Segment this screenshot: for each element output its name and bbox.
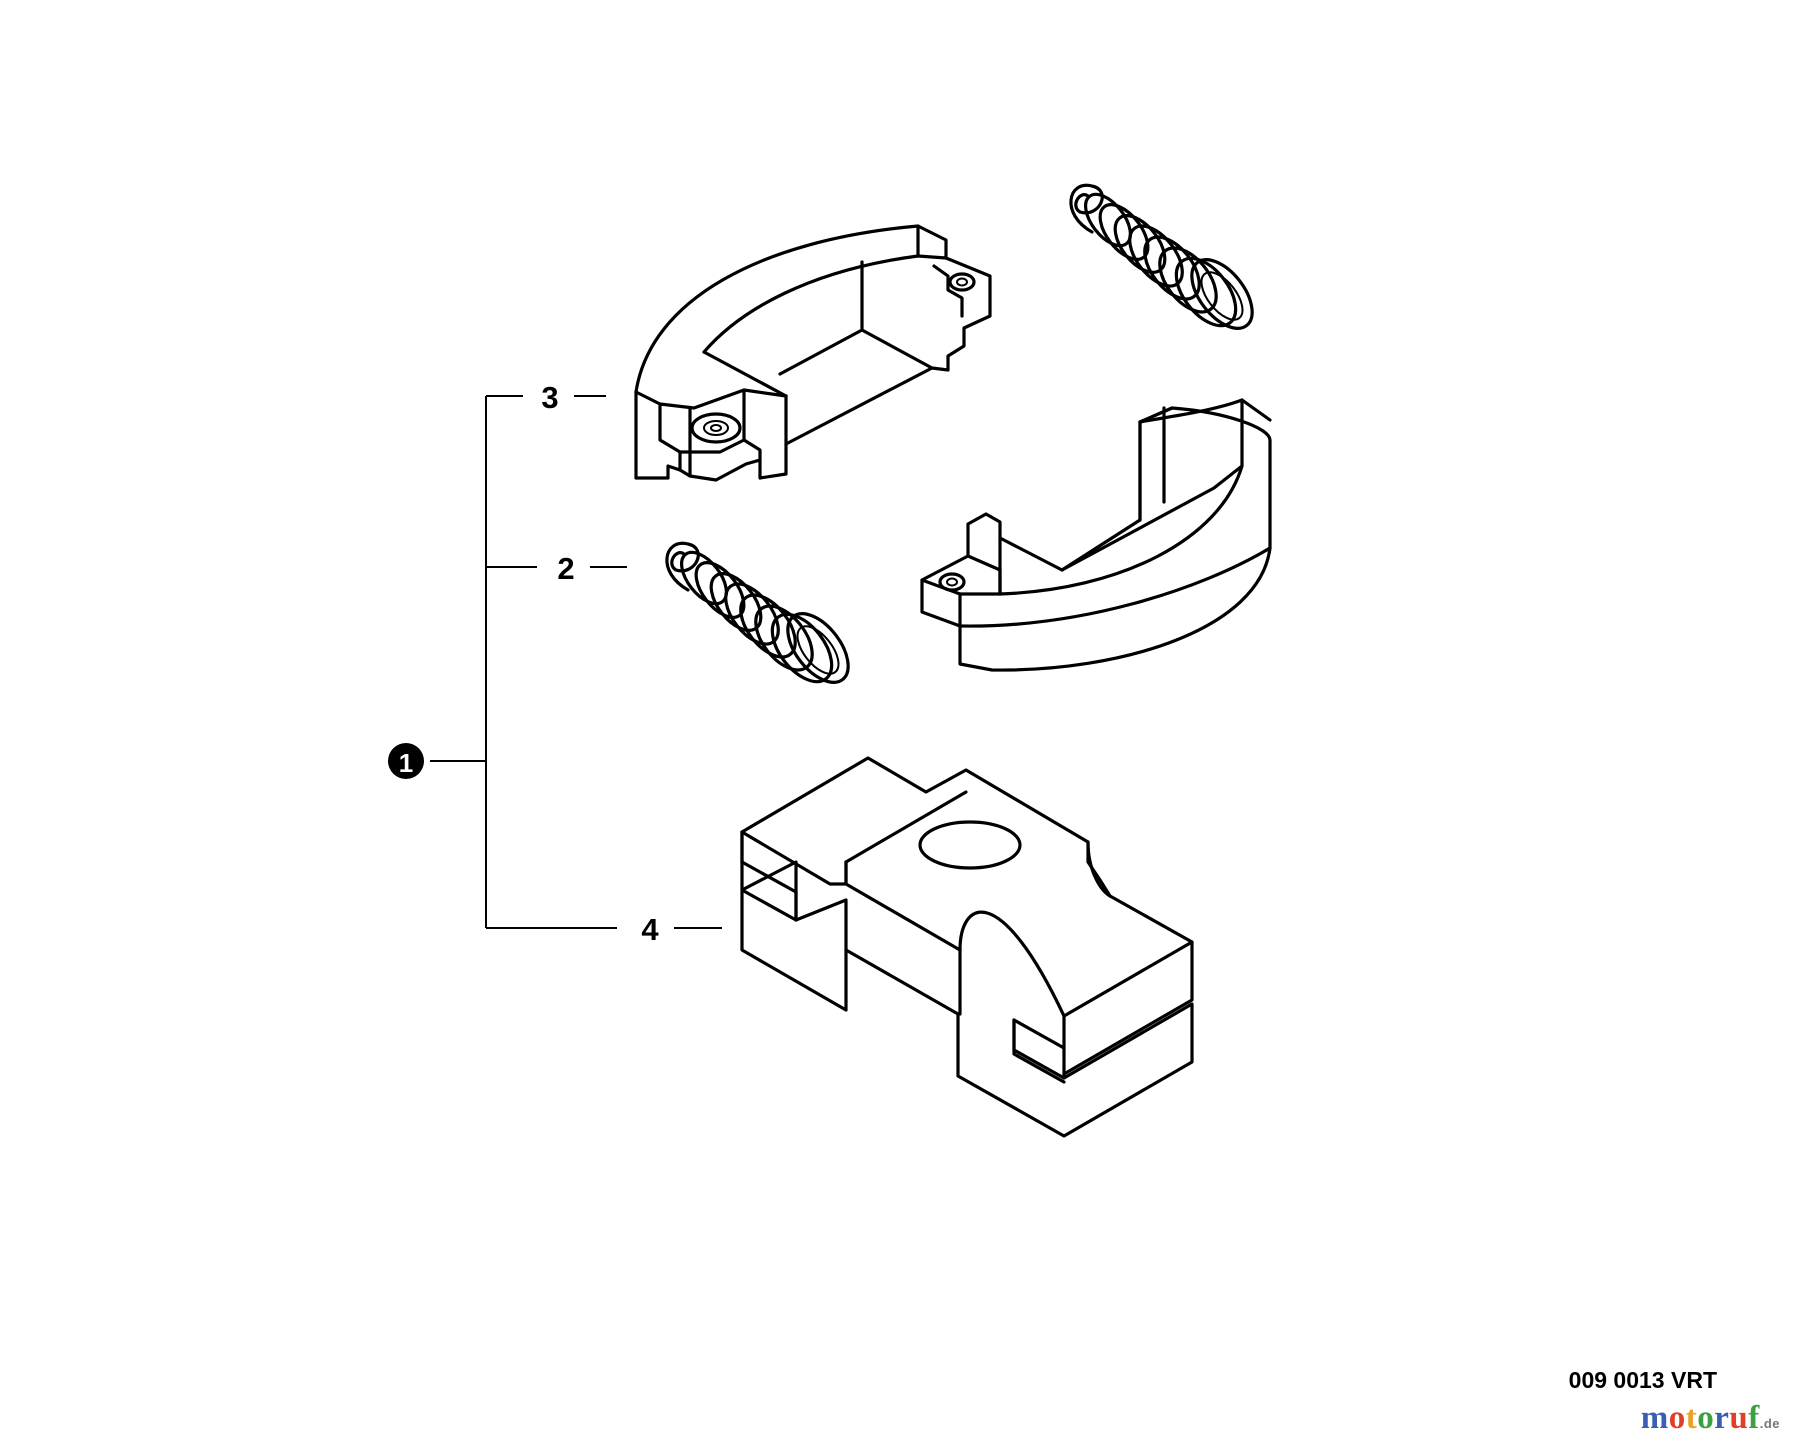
drawing-reference: 009 0013 VRT [1568, 1367, 1717, 1393]
spring-upper [1069, 183, 1254, 330]
callout-2-label[interactable]: 2 [557, 551, 574, 586]
brand-letter: u [1729, 1400, 1749, 1436]
callout-4-label[interactable]: 4 [641, 912, 659, 947]
callout-1-label: 1 [399, 748, 413, 778]
brand-letter: r [1714, 1400, 1730, 1436]
spring-lower [665, 541, 850, 684]
callout-bracket [430, 395, 722, 929]
brand-letter: f [1748, 1400, 1760, 1436]
clutch-shoe-upper[interactable] [634, 224, 992, 482]
clutch-shoe-lower[interactable] [920, 398, 1272, 672]
brand-logo[interactable]: motoruf.de [1641, 1400, 1780, 1437]
brand-letter: t [1685, 1400, 1698, 1436]
brand-letter: m [1640, 1400, 1669, 1436]
brand-suffix: .de [1759, 1416, 1780, 1431]
brand-letter: o [1697, 1400, 1715, 1436]
brand-letter: o [1668, 1400, 1686, 1436]
callout-1[interactable]: 1 [388, 743, 424, 779]
carrier[interactable] [740, 756, 1194, 1138]
callout-3-label[interactable]: 3 [541, 380, 558, 415]
